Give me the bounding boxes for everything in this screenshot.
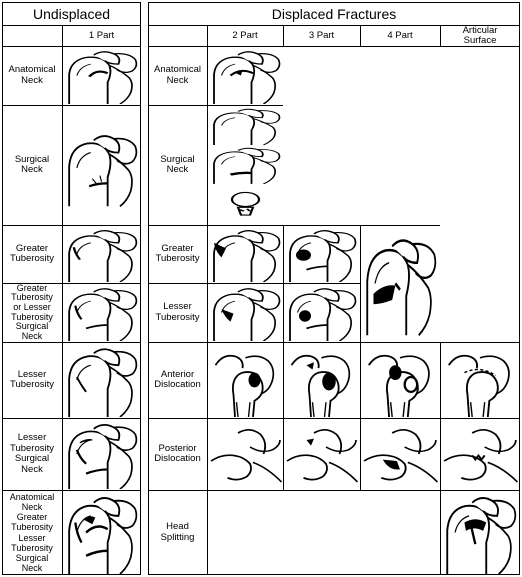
divider [2, 46, 141, 47]
undisplaced-heading: Undisplaced [32, 6, 111, 22]
row-label-surgical-neck: Surgical Neck [160, 153, 195, 175]
row-label-all-four-segments: Anatomical Neck Greater Tuberosity Lesse… [9, 491, 55, 574]
row-label-surgical-neck: Surgical Neck [14, 153, 50, 175]
divider [148, 342, 520, 343]
divider [440, 25, 441, 46]
shoulder-illustration [284, 419, 359, 489]
row-label-greater-or-lesser-tuberosity-surgical-neck: Greater Tuberosity or Lesser Tuberosity … [11, 282, 53, 341]
divider [148, 25, 520, 26]
shoulder-illustration [63, 226, 140, 282]
shoulder-illustration [284, 343, 359, 417]
column-header-4-part: 4 Part [387, 29, 413, 41]
shoulder-illustration [63, 491, 140, 574]
shoulder-illustration [63, 106, 140, 224]
divider [207, 25, 208, 575]
divider [148, 283, 360, 284]
divider [62, 25, 63, 575]
column-header-articular-surface: Articular Surface [462, 24, 498, 46]
shoulder-illustration [284, 226, 359, 282]
divider [283, 225, 284, 490]
divider [2, 490, 141, 491]
shoulder-illustration [63, 419, 140, 489]
shoulder-illustration [441, 419, 519, 489]
divider [148, 418, 520, 419]
divider [148, 105, 283, 106]
shoulder-illustration [361, 343, 439, 417]
column-header-1-part: 1 Part [88, 29, 115, 41]
row-label-anatomical-neck: Anatomical Neck [154, 64, 201, 86]
column-header-3-part: 3 Part [308, 29, 335, 41]
divider [148, 46, 520, 47]
undisplaced-panel [2, 2, 141, 575]
divider [148, 225, 440, 226]
divider [283, 25, 284, 46]
divider [2, 105, 141, 106]
row-label-anterior-dislocation: Anterior Dislocation [154, 368, 201, 390]
shoulder-illustration [361, 226, 439, 341]
shoulder-illustration [208, 47, 283, 104]
shoulder-illustration [284, 284, 359, 341]
displaced-heading: Displaced Fractures [271, 6, 397, 22]
divider [360, 225, 361, 490]
shoulder-illustration [208, 419, 283, 489]
shoulder-illustration [441, 491, 519, 574]
shoulder-illustration [208, 226, 283, 282]
divider [440, 342, 441, 575]
shoulder-illustration [441, 343, 519, 417]
shoulder-illustration [208, 284, 283, 341]
column-header-2-part: 2 Part [232, 29, 258, 41]
divider [2, 225, 141, 226]
displaced-panel [148, 2, 520, 575]
shoulder-illustration [361, 419, 439, 489]
shoulder-illustration [63, 47, 140, 104]
row-label-lesser-tuberosity: Lesser Tuberosity [10, 368, 54, 390]
shoulder-illustration [208, 106, 283, 224]
row-label-greater-tuberosity: Greater Tuberosity [10, 242, 54, 264]
row-label-lesser-tuberosity-surgical-neck: Lesser Tuberosity Surgical Neck [10, 432, 54, 475]
shoulder-illustration [63, 284, 140, 341]
divider [148, 490, 520, 491]
row-label-lesser-tuberosity: Lesser Tuberosity [155, 301, 200, 323]
row-label-greater-tuberosity: Greater Tuberosity [155, 242, 200, 264]
row-label-posterior-dislocation: Posterior Dislocation [154, 442, 201, 464]
divider [2, 418, 141, 419]
shoulder-illustration [63, 343, 140, 417]
row-label-anatomical-neck: Anatomical Neck [8, 64, 56, 86]
divider [360, 25, 361, 46]
shoulder-illustration [208, 343, 283, 417]
row-label-head-splitting: Head Splitting [160, 521, 195, 543]
divider [2, 283, 141, 284]
divider [2, 342, 141, 343]
divider [2, 25, 141, 26]
